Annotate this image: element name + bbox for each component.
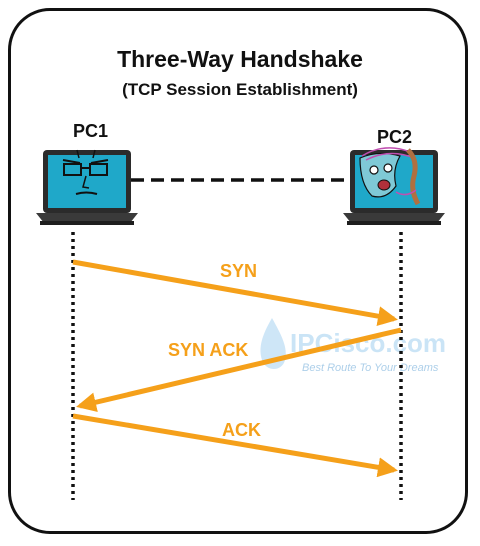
syn-ack-label: SYN ACK (168, 340, 248, 360)
angry-face-icon (62, 149, 109, 195)
pc2-laptop-icon (343, 147, 445, 225)
syn-label: SYN (220, 261, 257, 281)
pc1-label: PC1 (73, 121, 109, 141)
ack-label: ACK (222, 420, 261, 440)
syn-arrow (72, 259, 398, 327)
diagram-subtitle: (TCP Session Establishment) (122, 80, 358, 99)
watermark: IPCisco.com Best Route To Your Dreams (260, 318, 446, 374)
diagram-title: Three-Way Handshake (117, 46, 363, 72)
watermark-brand: IPCisco.com (290, 328, 446, 358)
pc1-laptop-icon (36, 149, 138, 225)
scared-face-icon (359, 147, 421, 206)
ack-arrow (72, 413, 398, 478)
pc2-label: PC2 (377, 127, 413, 147)
diagram-frame (8, 8, 468, 534)
watermark-tagline: Best Route To Your Dreams (302, 362, 439, 374)
syn-ack-arrow (76, 327, 402, 413)
